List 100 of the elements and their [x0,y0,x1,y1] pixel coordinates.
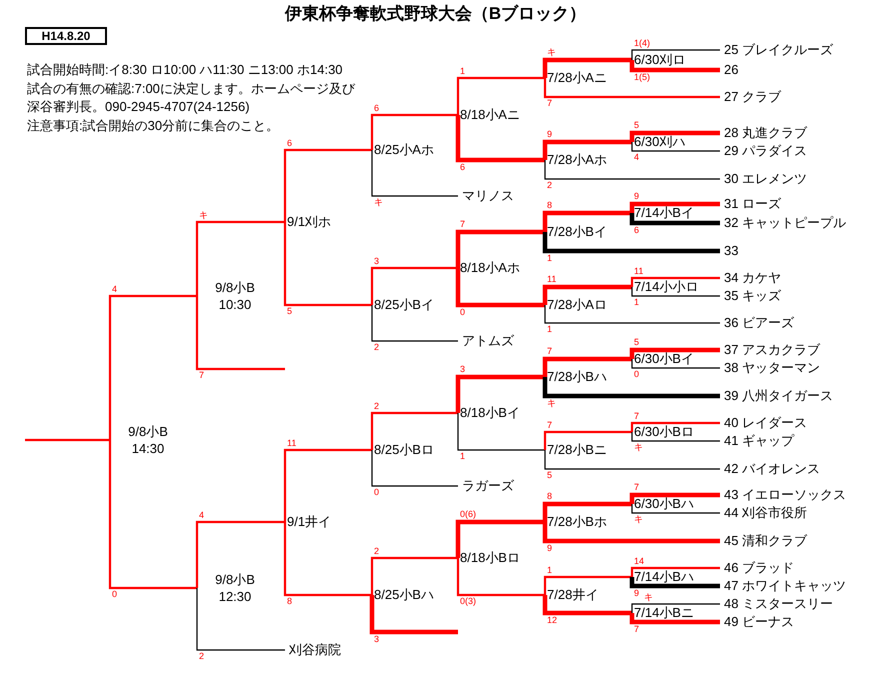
score-label: 1 [547,254,552,264]
bracket-line [196,520,285,588]
match-label: 9/1刈ホ [285,214,332,230]
match-label: 7/14小Bニ [632,605,694,621]
bracket-line [631,142,720,152]
score-label: 1 [547,324,552,334]
score-label: 7 [634,412,640,421]
team-name: 48 ミスタースリー [720,596,834,612]
team-name: 46 ブラッド [720,560,794,576]
bracket-line [630,130,720,142]
score-label: 3 [460,364,466,374]
bracket-line [631,287,720,297]
score-label: 6 [287,138,292,148]
bracket-line [456,115,545,162]
bracket-line [456,374,545,413]
match-label: 6/30小Bイ [632,351,694,367]
bracket-line [284,222,372,306]
score-label: 0 [634,370,640,379]
score-label: 1(4) [634,39,650,48]
bracket-line [284,448,372,522]
score-label: 7 [199,371,204,380]
score-label: 5 [634,338,640,347]
score-label: 12 [547,616,558,626]
bracket-line [630,348,720,359]
match-label: 6/30刈ロ [632,52,686,68]
bracket-line [457,413,545,451]
team-name: 38 ヤッターマン [720,360,820,376]
match-label: 8/18小Aニ [458,107,520,123]
score-label: キ [199,210,208,220]
score-label: 8 [547,200,552,210]
match-label: 7/28小Aロ [545,297,607,313]
score-label: 9 [547,544,552,554]
score-label: 8 [547,492,552,501]
bracket-line [631,359,720,369]
score-label: 11 [634,266,644,276]
bracket-line [456,520,545,558]
team-name: 36 ビアーズ [720,315,794,331]
score-label: 6 [634,226,640,236]
bracket-line [542,140,632,160]
team-name: ラガーズ [458,478,514,494]
bracket-line [631,49,720,60]
team-name: 42 バイオレンス [720,461,820,477]
bracket-line [630,276,720,287]
score-label: 7 [547,420,552,430]
score-label: 1 [460,66,466,76]
score-label: 4 [634,152,640,162]
bracket-line [630,492,720,504]
score-label: 7 [634,625,640,634]
score-label: 14 [634,556,644,566]
bracket-line [630,577,720,588]
bracket-line [542,595,632,616]
bracket-line [108,440,197,590]
match-label: 6/30小Bハ [632,496,694,512]
team-name: 27 クラブ [720,89,782,105]
score-label: キ [547,48,556,57]
bracket-line [544,576,632,595]
note-text: 注意事項:試合開始の30分前に集合のこと。 [27,118,280,134]
team-name: 41 ギャップ [720,433,794,449]
bracket-line [630,60,720,72]
title: 伊東杯争奪軟式野球大会（Bブロック） [284,3,588,25]
note-text: 深谷審判長。090-2945-4707(24-1256) [27,99,250,115]
match-label: 7/14小Bイ [632,205,694,221]
score-label: 4 [199,510,204,520]
score-label: 5 [634,120,640,130]
bracket-line [370,114,458,150]
team-name: 26 [720,62,738,78]
bracket-line [370,266,458,305]
score-label: 1 [634,298,640,307]
score-label: 1(5) [634,73,650,82]
bracket-line [456,76,545,115]
score-label: 0(6) [460,510,476,519]
bracket-line [630,566,720,577]
score-label: 7 [547,99,552,108]
bracket-line [631,504,720,514]
bracket-line [544,305,720,324]
score-label: キ [374,198,383,207]
match-label: 8/18小Bロ [458,550,520,566]
team-name: 47 ホワイトキャッツ [720,578,846,594]
score-label: 6 [460,163,466,172]
match-label: 7/28小Bニ [545,442,607,458]
match-label: 8/25小Bロ [372,442,434,458]
bracket-line [544,78,720,98]
bracket-line [456,558,545,596]
score-label: キ [634,514,643,524]
bracket-line [544,160,720,180]
note-text: 試合の有無の確認:7:00に決定します。ホームページ及び [27,81,355,97]
team-name: 32 キャットピープル [720,215,846,231]
score-label: 7 [634,482,640,492]
bracket-line [542,58,632,78]
match-label: 9/8小B 14:30 [113,423,183,457]
team-name: アトムズ [458,333,514,349]
bracket-line [542,356,632,377]
score-label: キ [634,442,643,452]
bracket-line [196,220,285,296]
bracket-line [284,522,372,596]
score-label: キ [644,593,653,602]
bracket-line [542,377,720,398]
match-label: 9/8小B 10:30 [200,279,270,313]
bracket-line [542,502,632,522]
score-label: 1 [460,452,466,461]
